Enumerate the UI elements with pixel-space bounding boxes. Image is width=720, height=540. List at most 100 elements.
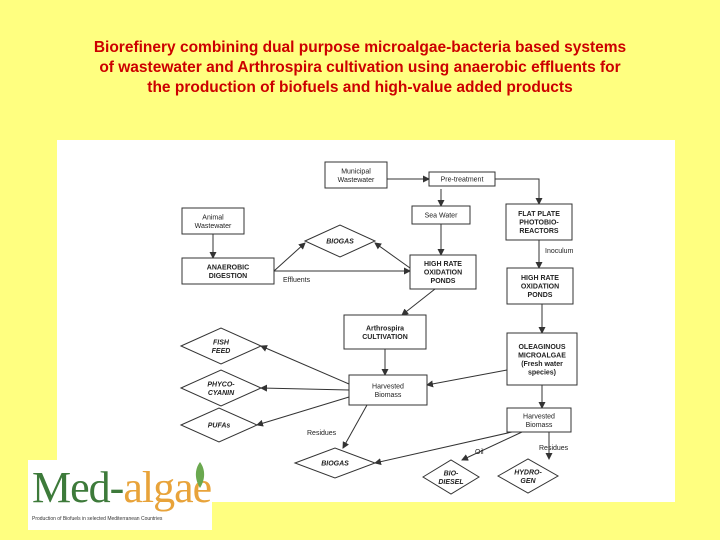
flow-arrow <box>256 396 350 427</box>
node-label-line: Biomass <box>526 422 553 429</box>
node-label-line: Harvested <box>523 413 555 420</box>
logo-wordmark: Med-algae <box>32 462 212 514</box>
node-biodiesel: BIO- DIESEL <box>422 459 480 495</box>
node-label-line: OLEAGINOUS <box>518 344 565 351</box>
title-line-3: the production of biofuels and high-valu… <box>147 79 573 96</box>
node-shape <box>506 267 574 305</box>
flow-arrow <box>260 384 350 392</box>
flow-arrow <box>273 242 306 272</box>
title-line-1: Biorefinery combining dual purpose micro… <box>93 39 627 56</box>
node-shape <box>179 327 263 365</box>
node-shape <box>428 171 496 187</box>
node-label-line: PHOTOBIO- <box>519 220 559 227</box>
node-flatplate: FLAT PLATE PHOTOBIO-REACTORS <box>505 203 573 241</box>
edge-label-residues-right: Residues <box>539 445 569 452</box>
node-hydrogen: HYDRO- GEN <box>496 458 560 494</box>
node-label-line: Wastewater <box>195 223 232 230</box>
node-label-line: DIGESTION <box>209 273 248 280</box>
node-label-line: Sea Water <box>425 213 458 220</box>
node-shape <box>179 369 263 407</box>
node-label-line: PUFAs <box>208 423 231 430</box>
node-shape <box>506 332 578 386</box>
node-label-line: DIESEL <box>438 479 463 486</box>
flow-arrow <box>426 369 508 388</box>
node-label-line: Pre-treatment <box>441 177 484 184</box>
node-label-line: FEED <box>212 348 231 355</box>
node-label-line: HIGH RATE <box>521 275 559 282</box>
node-label-line: FLAT PLATE <box>518 211 560 218</box>
node-shape <box>324 161 388 189</box>
logo-tagline: Production of Biofuels in selected Medit… <box>32 516 163 522</box>
flow-arrow <box>374 431 513 466</box>
node-label-line: BIO- <box>444 470 459 477</box>
node-label-line: BIOGAS <box>326 239 354 246</box>
node-label-line: Arthrospira <box>366 325 404 332</box>
node-shape <box>303 224 377 258</box>
node-label-line: BIOGAS <box>321 461 349 468</box>
node-shape <box>181 207 245 235</box>
node-label-line: CYANIN <box>208 390 235 397</box>
node-label-line: FISH <box>213 339 230 346</box>
node-shape <box>496 458 560 494</box>
flow-arrow <box>342 404 368 449</box>
flow-arrow <box>461 431 523 461</box>
node-label-line: PONDS <box>431 278 456 285</box>
node-shape <box>506 407 572 433</box>
node-pretreatment: Pre-treatment <box>428 171 496 187</box>
node-label-line: CULTIVATION <box>362 334 408 341</box>
node-pufas: PUFAs <box>179 407 259 443</box>
node-label-line: Wastewater <box>338 177 375 184</box>
node-shape <box>181 257 275 285</box>
node-label-line: species) <box>528 369 556 376</box>
med-algae-logo: Med-algae Production of Biofuels in sele… <box>28 460 212 530</box>
leaf-icon <box>195 462 205 488</box>
node-label-line: OXIDATION <box>424 270 462 277</box>
flow-arrow <box>374 242 411 269</box>
node-shape <box>348 374 428 406</box>
node-label-line: GEN <box>520 478 536 485</box>
node-label-line: Municipal <box>341 168 371 175</box>
node-shape <box>293 447 377 479</box>
edge-label-residues-left: Residues <box>307 430 337 437</box>
node-label-line: HIGH RATE <box>424 261 462 268</box>
node-fishfeed: FISH FEED <box>179 327 263 365</box>
edge-label-inoculum: Inoculum <box>545 248 574 255</box>
flow-arrow <box>260 345 350 385</box>
node-label-line: HYDRO- <box>514 469 542 476</box>
node-label-line: Animal <box>202 214 224 221</box>
edge-label-effluents: Effluents <box>283 277 311 284</box>
node-shape <box>411 205 471 225</box>
node-shape <box>343 314 427 350</box>
node-biogas-bottom: BIOGAS <box>293 447 377 479</box>
node-label-line: (Fresh water <box>521 361 563 368</box>
node-label-line: REACTORS <box>519 228 558 235</box>
node-biogas-top: BIOGAS <box>303 224 377 258</box>
node-phycocyanin: PHYCO- CYANIN <box>179 369 263 407</box>
flow-arrow <box>401 288 436 316</box>
node-label-line: PHYCO- <box>207 381 235 388</box>
node-label-line: OXIDATION <box>521 284 559 291</box>
node-shape <box>409 254 477 290</box>
node-label-line: Biomass <box>375 392 402 399</box>
node-seawater: Sea Water <box>411 205 471 225</box>
edge-label-oil: Oil <box>475 449 484 456</box>
node-shape <box>179 407 259 443</box>
node-shape <box>422 459 480 495</box>
node-label-line: ANAEROBIC <box>207 264 249 271</box>
node-anaerobic: ANAEROBIC DIGESTION <box>181 257 275 285</box>
flow-arrow <box>495 178 543 205</box>
node-shape <box>505 203 573 241</box>
node-label-line: Harvested <box>372 383 404 390</box>
node-label-line: PONDS <box>528 292 553 299</box>
title-line-2: of wastewater and Arthrospira cultivatio… <box>99 59 621 76</box>
slide-title: Biorefinery combining dual purpose micro… <box>20 38 700 98</box>
